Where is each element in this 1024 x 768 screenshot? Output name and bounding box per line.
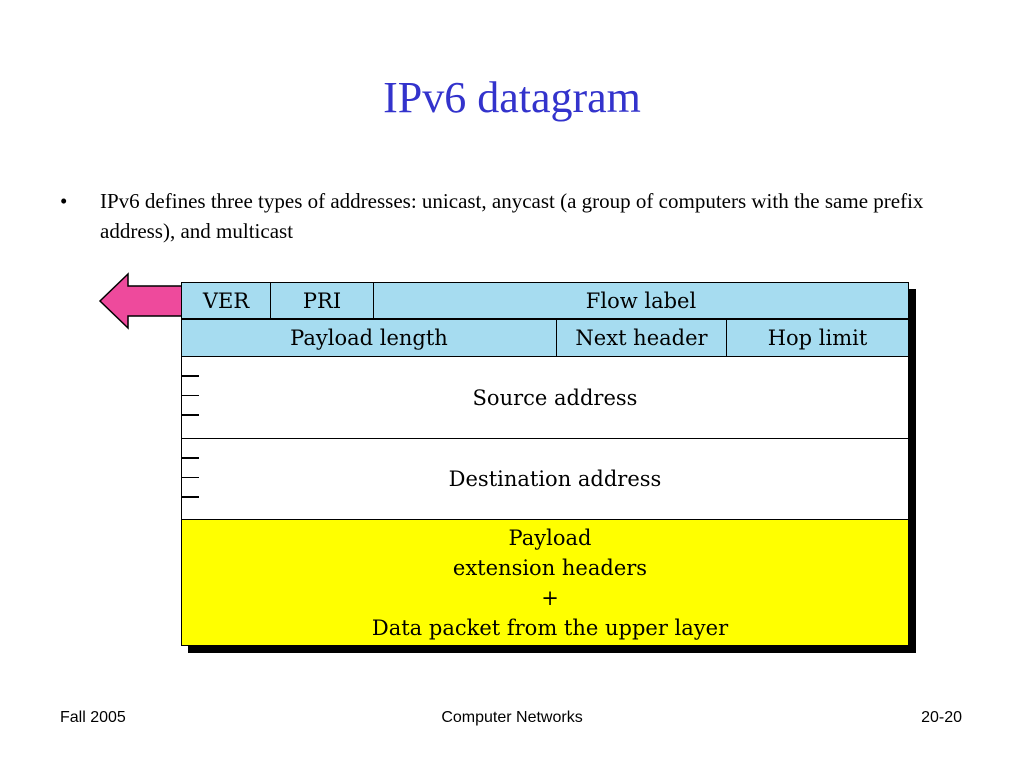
ver-field: VER xyxy=(182,283,271,318)
source-address-label: Source address xyxy=(472,385,638,410)
slide-title: IPv6 datagram xyxy=(383,73,641,122)
ipv6-datagram-diagram: VER PRI Flow label Payload length Next h… xyxy=(181,282,909,646)
payload-line-2: extension headers xyxy=(452,555,648,580)
destination-address-row: Destination address xyxy=(181,439,908,520)
source-tick-marks xyxy=(181,375,201,434)
header-row-1: VER PRI Flow label xyxy=(182,283,908,320)
destination-tick-marks xyxy=(181,457,201,516)
payload-length-field: Payload length xyxy=(182,320,557,356)
pri-field: PRI xyxy=(271,283,374,318)
payload-line-4: Data packet from the upper layer xyxy=(371,615,729,640)
footer-page-number: 20-20 xyxy=(921,709,962,726)
bullet-text: IPv6 defines three types of addresses: u… xyxy=(100,189,924,243)
flow-label-field: Flow label xyxy=(585,288,697,313)
hop-limit-field: Hop limit xyxy=(767,326,868,350)
next-header-field: Next header xyxy=(557,320,727,356)
payload-row: Payload extension headers + Data packet … xyxy=(182,520,908,645)
bullet-item: • IPv6 defines three types of addresses:… xyxy=(60,186,960,246)
payload-line-3: + xyxy=(541,585,559,610)
left-arrow-icon xyxy=(98,272,183,330)
payload-text: Payload extension headers + Data packet … xyxy=(182,520,908,645)
destination-address-label: Destination address xyxy=(448,467,662,491)
payload-line-1: Payload xyxy=(508,525,592,550)
footer-course: Computer Networks xyxy=(441,709,583,726)
footer-date: Fall 2005 xyxy=(60,709,126,726)
bullet-symbol: • xyxy=(60,189,68,213)
source-address-row: Source address xyxy=(181,357,908,439)
header-row-2: Payload length Next header Hop limit xyxy=(182,320,908,357)
